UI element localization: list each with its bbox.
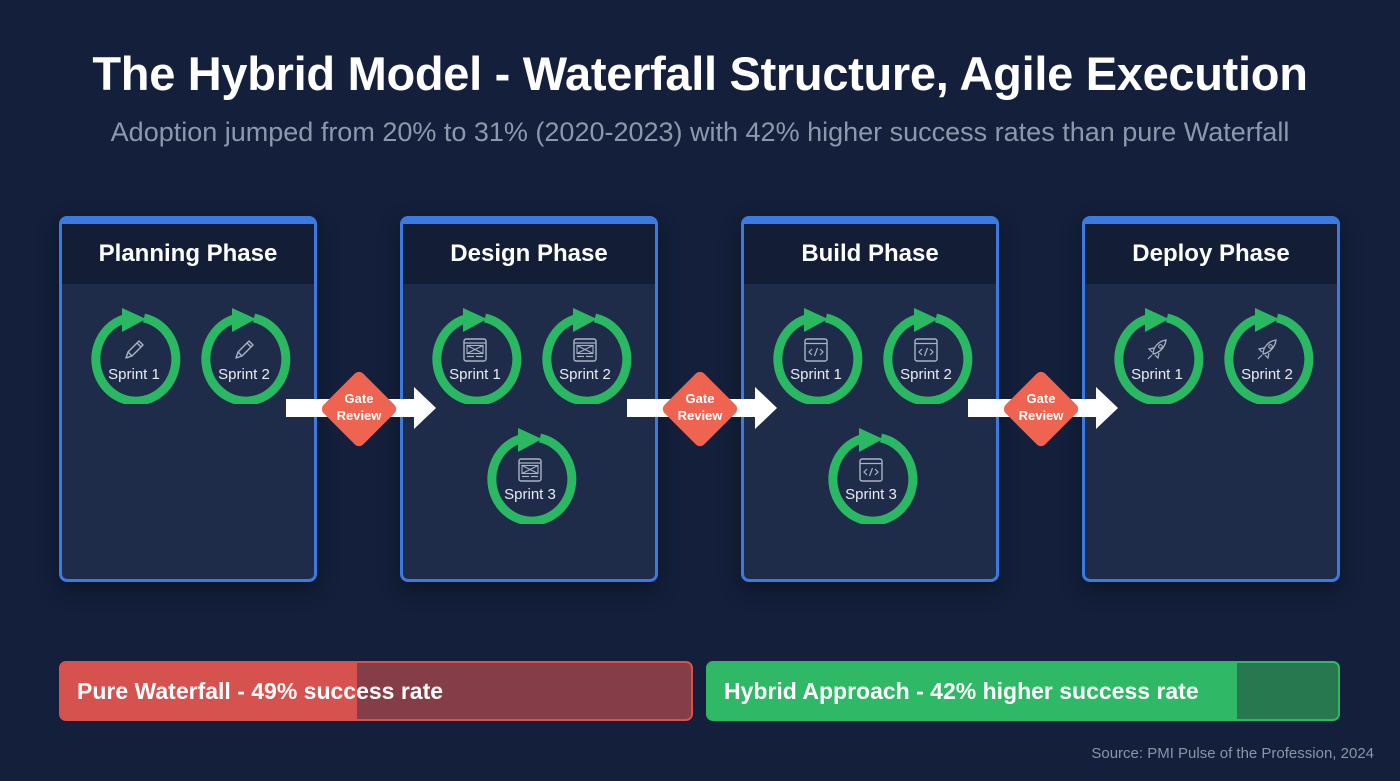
sprint-cycle: Sprint 1 — [768, 304, 864, 404]
build-phase-card: Build Phase Sprint 1 Sprint 2 Sprint 3 — [741, 216, 999, 582]
sprint-label: Sprint 1 — [790, 366, 842, 383]
sprint-cycle: Sprint 1 — [427, 304, 523, 404]
gate-label-line1: Gate — [344, 391, 374, 406]
waterfall-success-bar: Pure Waterfall - 49% success rate — [59, 661, 693, 721]
code-window-icon — [857, 456, 885, 484]
source-citation: Source: PMI Pulse of the Profession, 202… — [1091, 745, 1374, 762]
gate-label-line2: Review — [677, 408, 723, 423]
phase-title: Planning Phase — [62, 224, 314, 284]
phase-title: Design Phase — [403, 224, 655, 284]
sprint-label: Sprint 3 — [504, 486, 556, 503]
sprint-cycle: Sprint 2 — [537, 304, 633, 404]
pencil-icon — [120, 336, 148, 364]
sprint-cycle: Sprint 3 — [482, 424, 578, 524]
design-phase-card: Design Phase Sprint 1 Sprint 2 Sprint 3 — [400, 216, 658, 582]
sprint-label: Sprint 2 — [218, 366, 270, 383]
gate-label-line1: Gate — [685, 391, 715, 406]
waterfall-bar-label: Pure Waterfall - 49% success rate — [77, 677, 444, 704]
sprint-cycle: Sprint 2 — [878, 304, 974, 404]
sprint-cycle: Sprint 1 — [86, 304, 182, 404]
hybrid-bar-fill — [708, 663, 1238, 719]
code-window-icon — [802, 336, 830, 364]
wireframe-icon — [461, 336, 489, 364]
sprint-cycle: Sprint 2 — [1219, 304, 1315, 404]
code-window-icon — [912, 336, 940, 364]
wireframe-icon — [571, 336, 599, 364]
sprint-label: Sprint 2 — [559, 366, 611, 383]
sprint-label: Sprint 2 — [900, 366, 952, 383]
sprint-label: Sprint 2 — [1241, 366, 1293, 383]
sprint-cycle: Sprint 3 — [823, 424, 919, 524]
sprint-label: Sprint 1 — [449, 366, 501, 383]
hybrid-success-bar: Hybrid Approach - 42% higher success rat… — [706, 661, 1340, 721]
sprint-cycle: Sprint 2 — [196, 304, 292, 404]
gate-review-diamond: Gate Review — [660, 369, 740, 449]
pencil-icon — [230, 336, 258, 364]
phase-title: Deploy Phase — [1085, 224, 1337, 284]
hybrid-bar-label: Hybrid Approach - 42% higher success rat… — [724, 677, 1199, 704]
sprint-label: Sprint 3 — [845, 486, 897, 503]
gate-label-line2: Review — [336, 408, 382, 423]
sprint-cycle: Sprint 1 — [1109, 304, 1205, 404]
sprint-label: Sprint 1 — [108, 366, 160, 383]
planning-phase-card: Planning Phase Sprint 1 Sprint 2 — [59, 216, 317, 582]
page-title: The Hybrid Model - Waterfall Structure, … — [92, 47, 1308, 100]
deploy-phase-card: Deploy Phase Sprint 1 Sprint 2 — [1082, 216, 1340, 582]
gate-label-line2: Review — [1018, 408, 1064, 423]
sprint-label: Sprint 1 — [1131, 366, 1183, 383]
phase-title: Build Phase — [744, 224, 996, 284]
page-subtitle: Adoption jumped from 20% to 31% (2020-20… — [110, 117, 1290, 147]
gate-review-diamond: Gate Review — [319, 369, 399, 449]
wireframe-icon — [516, 456, 544, 484]
waterfall-bar-fill — [61, 663, 358, 719]
gate-review-diamond: Gate Review — [1001, 369, 1081, 449]
rocket-icon — [1253, 336, 1281, 364]
gate-label-line1: Gate — [1026, 391, 1056, 406]
rocket-icon — [1143, 336, 1171, 364]
